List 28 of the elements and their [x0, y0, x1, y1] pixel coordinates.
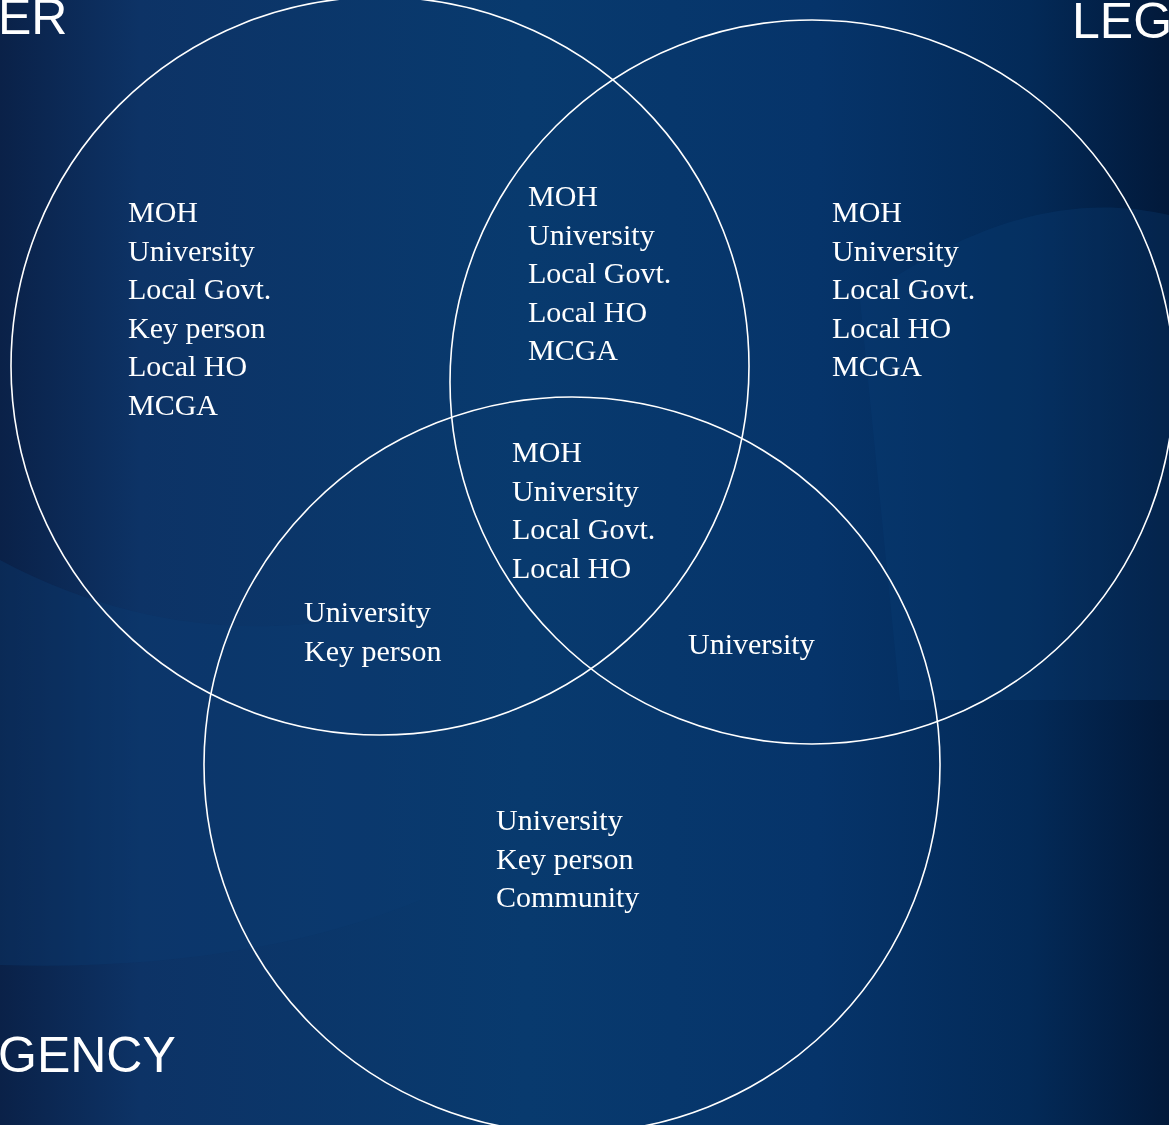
- region-label: Local Govt.: [832, 274, 976, 304]
- region-label: MCGA: [128, 389, 218, 420]
- region-label: Local HO: [512, 552, 632, 583]
- region-label: Local HO: [528, 296, 648, 327]
- region-label: MOH: [832, 197, 902, 227]
- region-label: Key person: [496, 843, 634, 874]
- region-label: University: [512, 475, 639, 506]
- region-label: University: [528, 219, 655, 250]
- region-label: Community: [496, 882, 640, 912]
- region-label: MCGA: [832, 351, 922, 381]
- region-label: Local HO: [832, 312, 952, 343]
- region-label: Local HO: [128, 351, 248, 381]
- region-label: Key person: [128, 312, 266, 343]
- region-label: University: [832, 235, 959, 266]
- region-label: University: [304, 597, 431, 627]
- category-label: LEG: [1072, 0, 1169, 46]
- region-label: MOH: [528, 181, 598, 211]
- region-label: University: [496, 805, 623, 835]
- region-label: MOH: [128, 197, 198, 227]
- region-label: University: [128, 235, 255, 266]
- region-label: Local Govt.: [128, 274, 272, 304]
- region-label: Key person: [304, 635, 442, 666]
- region-label: Local Govt.: [528, 258, 672, 288]
- region-label: MCGA: [528, 335, 618, 365]
- region-label: University: [688, 629, 815, 659]
- region-label: Local Govt.: [512, 514, 656, 544]
- region-label: MOH: [512, 437, 582, 467]
- category-label: GENCY: [0, 1030, 176, 1080]
